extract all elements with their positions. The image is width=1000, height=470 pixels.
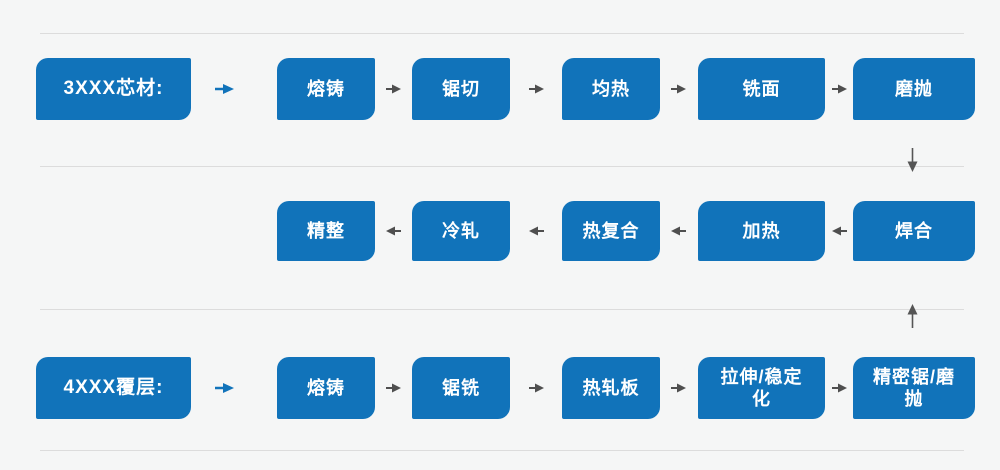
arrow-right-icon <box>670 83 687 95</box>
step-label: 热轧板 <box>582 377 640 398</box>
process-step: 冷轧 <box>412 201 510 261</box>
step-label: 焊合 <box>895 220 933 241</box>
step-label: 加热 <box>742 220 781 241</box>
process-step: 均热 <box>562 58 660 120</box>
step-label: 锯切 <box>442 78 480 99</box>
step-label: 热复合 <box>582 220 640 241</box>
process-step: 拉伸/稳定化 <box>698 357 825 419</box>
arrow-right-icon <box>528 382 545 394</box>
process-step: 热轧板 <box>562 357 660 419</box>
arrow-left-icon <box>385 225 402 237</box>
process-step: 熔铸 <box>277 357 375 419</box>
arrow-left-icon <box>831 225 848 237</box>
arrow-left-icon <box>528 225 545 237</box>
process-step: 热复合 <box>562 201 660 261</box>
row3-label: 4XXX覆层: <box>63 377 164 399</box>
step-label: 冷轧 <box>442 220 480 241</box>
arrow-right-icon <box>670 382 687 394</box>
row1-label: 3XXX芯材: <box>63 78 164 100</box>
arrow-left-icon <box>670 225 687 237</box>
step-label: 磨抛 <box>895 78 933 99</box>
process-step: 精整 <box>277 201 375 261</box>
row1-label-box: 3XXX芯材: <box>36 58 191 120</box>
process-step: 磨抛 <box>853 58 975 120</box>
step-label: 精密锯/磨抛 <box>872 366 955 410</box>
divider-row1-row2 <box>40 166 964 167</box>
step-label: 铣面 <box>742 78 781 99</box>
arrow-right-icon <box>831 83 848 95</box>
arrow-right-icon <box>385 382 402 394</box>
arrow-right-icon <box>385 83 402 95</box>
arrow-up-icon <box>906 303 919 328</box>
step-label: 均热 <box>592 78 630 99</box>
divider-bottom <box>40 450 964 451</box>
step-label: 熔铸 <box>307 78 345 99</box>
arrow-down-icon <box>906 148 919 173</box>
arrow-right-icon <box>214 82 236 96</box>
step-label: 锯铣 <box>442 377 480 398</box>
process-step: 熔铸 <box>277 58 375 120</box>
process-step: 焊合 <box>853 201 975 261</box>
process-step: 锯切 <box>412 58 510 120</box>
row3-label-box: 4XXX覆层: <box>36 357 191 419</box>
divider-top <box>40 33 964 34</box>
arrow-right-icon <box>831 382 848 394</box>
step-label: 拉伸/稳定化 <box>720 366 803 410</box>
divider-row2-row3 <box>40 309 964 310</box>
process-step: 锯铣 <box>412 357 510 419</box>
process-step: 铣面 <box>698 58 825 120</box>
process-step: 精密锯/磨抛 <box>853 357 975 419</box>
arrow-right-icon <box>528 83 545 95</box>
process-step: 加热 <box>698 201 825 261</box>
step-label: 精整 <box>307 220 345 241</box>
arrow-right-icon <box>214 381 236 395</box>
step-label: 熔铸 <box>307 377 345 398</box>
